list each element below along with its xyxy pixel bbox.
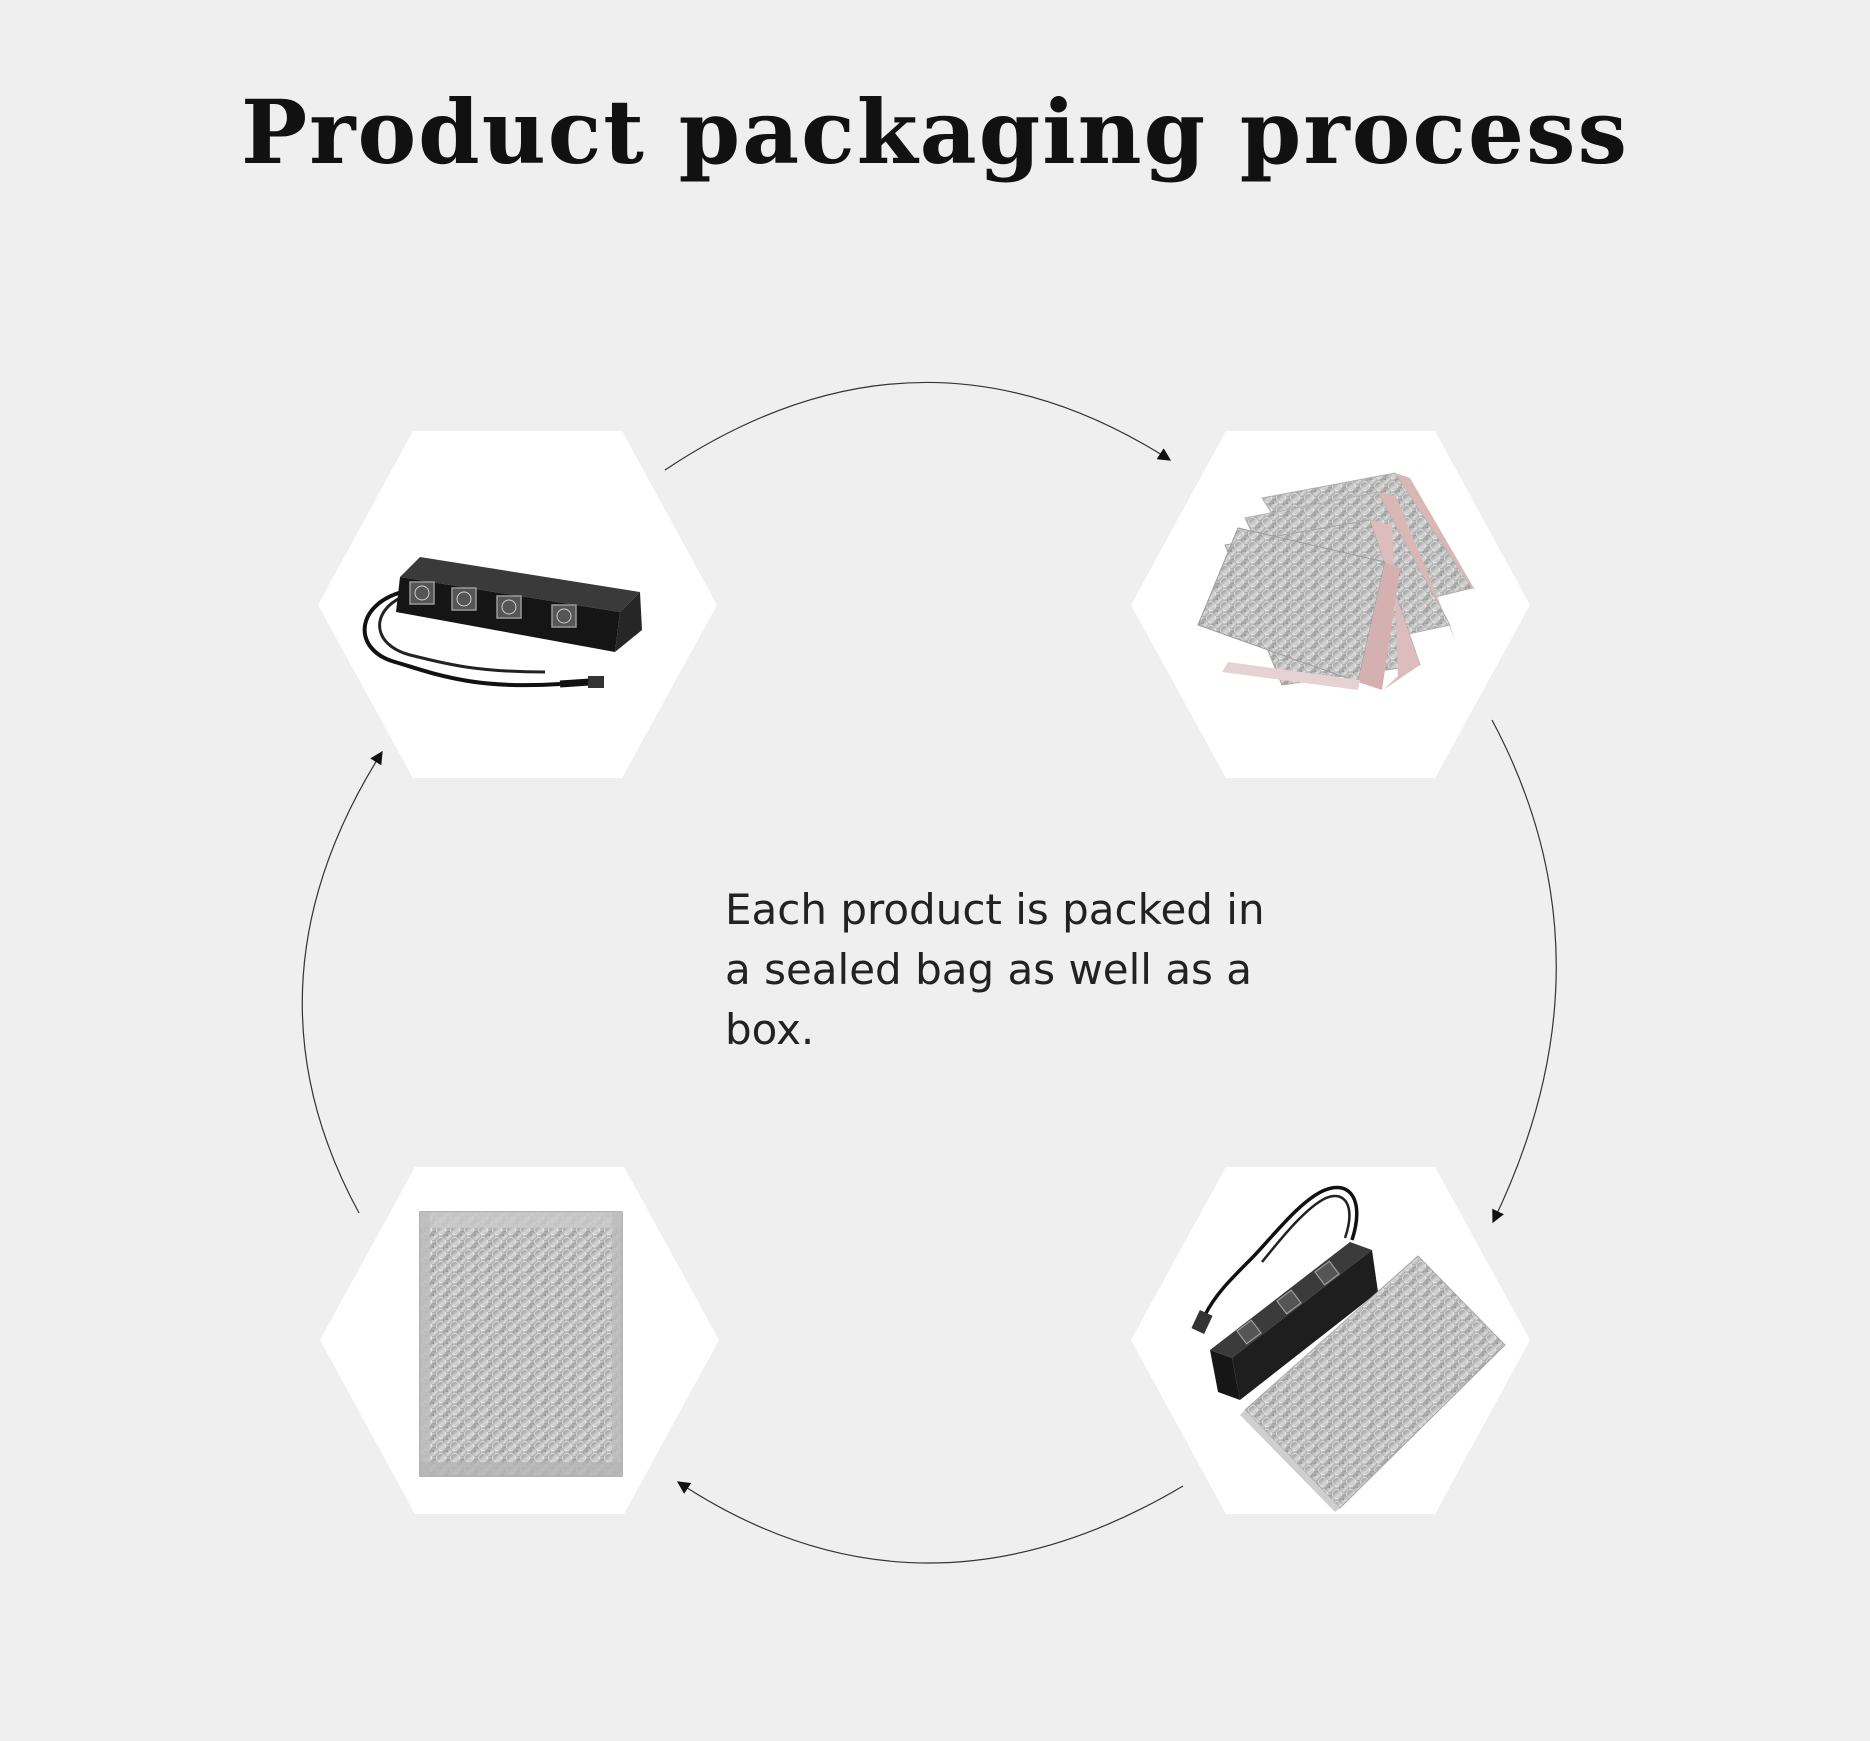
- arrow-step1-to-step2: [664, 381, 1172, 471]
- step-product-hexagon: [318, 431, 717, 778]
- bubble-mailers-icon: [1197, 472, 1475, 690]
- product-with-mailer-icon: [1191, 1185, 1506, 1512]
- power-strip-icon: [362, 557, 642, 688]
- arrow-step4-to-step1: [301, 750, 383, 1214]
- step-bubble-mailers-hexagon: [1131, 431, 1530, 778]
- arrow-step3-to-step4: [676, 1481, 1184, 1564]
- step-sealed-mailer-hexagon: [320, 1167, 719, 1514]
- step-product-and-mailer-hexagon: [1131, 1167, 1530, 1514]
- process-caption: Each product is packed in a sealed bag a…: [725, 885, 1265, 1054]
- sealed-mailer-icon: [419, 1211, 623, 1477]
- arrow-step2-to-step3: [1491, 719, 1557, 1224]
- page-title: Product packaging process: [240, 80, 1630, 184]
